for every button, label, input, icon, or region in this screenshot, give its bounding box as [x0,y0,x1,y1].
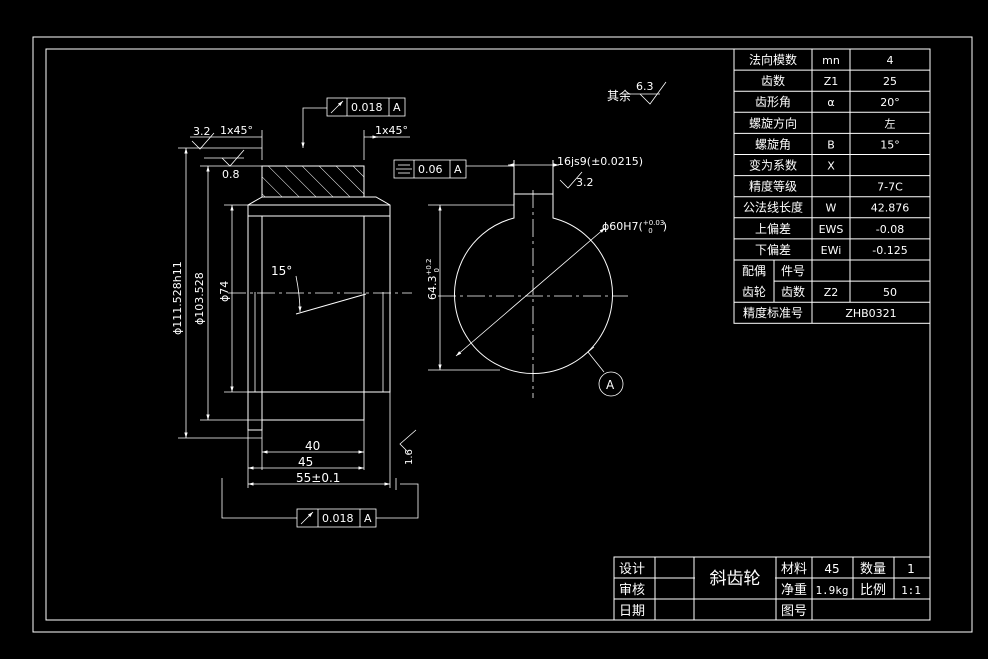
param-value: 42.876 [871,202,910,215]
svg-text:0.018: 0.018 [322,512,354,525]
param-symbol: EWi [821,244,842,257]
param-value: 4 [887,54,894,67]
param-symbol: mn [822,54,840,67]
tb-material: 45 [824,562,839,576]
datum-a-label: A [606,378,615,392]
runout-frame-top: 0.018 A [326,97,406,117]
helix-angle: 15° [271,264,292,278]
rough-left: 3.2 [193,125,211,138]
param-symbol: X [827,160,835,173]
mate-name: 齿数 [781,284,805,299]
len-55: 55±0.1 [296,471,340,485]
annotations: 其余 6.3 3.2 1x45° 1x45° 0.8 ϕ111.528h11 ϕ… [171,80,667,485]
standard-label: 精度标准号 [743,305,803,320]
tb-part-name: 斜齿轮 [710,569,761,589]
title-block: 设计 审核 日期 斜齿轮 材料 45 数量 1 净重 1.9kg 比例 1:1 … [613,556,931,621]
param-value: 20° [880,96,900,109]
tb-weight-label: 净重 [781,582,807,598]
param-name: 齿数 [761,73,785,88]
inner-frame [45,48,931,621]
param-value: 7-7C [877,181,903,194]
param-name: 下偏差 [755,242,791,257]
rest-rough-value: 6.3 [636,80,654,93]
param-name: 螺旋方向 [749,115,797,130]
param-symbol: Z1 [824,75,839,88]
outer-frame [32,36,973,633]
chamfer-right: 1x45° [375,124,408,137]
len-40: 40 [305,439,320,453]
chamfer-left: 1x45° [220,124,253,137]
dia-root: ϕ103.528 [193,272,206,325]
mate-label-1: 配偶 [742,264,766,278]
mate-value: 50 [883,286,897,299]
tb-weight: 1.9kg [815,584,848,597]
param-symbol: W [826,202,837,215]
rest-rough-label: 其余 [607,88,631,103]
mate-label-2: 齿轮 [742,285,766,299]
param-name: 螺旋角 [755,137,791,151]
tb-scale-label: 比例 [860,583,886,598]
svg-text:A: A [454,163,462,176]
rough-bore: 0.8 [222,168,240,181]
param-symbol: B [827,138,835,151]
param-value: 25 [883,75,897,88]
svg-text:0.06: 0.06 [418,163,443,176]
rough-face: 1.6 [404,449,415,465]
dia-hub: ϕ74 [218,281,231,302]
param-name: 公法线长度 [743,200,803,215]
key-depth: 64.3+0.20 [425,259,441,301]
tb-date: 日期 [619,604,645,619]
param-name: 变为系数 [749,158,797,173]
tb-drawing-no-label: 图号 [781,604,807,619]
param-name: 齿形角 [755,95,791,109]
standard-value: ZHB0321 [845,307,896,320]
param-symbol: α [827,96,834,109]
tb-design: 设计 [619,562,645,577]
symmetry-frame: 0.06 A [393,159,467,179]
svg-text:A: A [364,512,372,525]
param-name: 法向模数 [749,52,797,67]
svg-text:0.018: 0.018 [351,101,383,114]
section-view [178,81,667,519]
mate-name: 件号 [781,264,805,278]
len-45: 45 [298,455,313,469]
keyway-width: 16js9(±0.0215) [557,155,643,168]
param-name: 上偏差 [755,221,791,236]
tb-scale: 1:1 [901,584,921,597]
tb-material-label: 材料 [781,562,807,577]
param-value: -0.125 [872,244,907,257]
param-value: 15° [880,138,900,151]
end-view [428,160,628,398]
svg-text:A: A [393,101,401,114]
dia-outer: ϕ111.528h11 [171,261,184,335]
tb-review: 审核 [619,583,645,598]
param-symbol: EWS [819,223,844,236]
tb-qty: 1 [907,562,915,576]
param-name: 精度等级 [749,179,797,194]
param-value: 左 [885,117,896,130]
param-value: -0.08 [876,223,904,236]
rough-key: 3.2 [576,176,594,189]
tb-qty-label: 数量 [860,562,886,577]
runout-frame-bottom: 0.018 A [296,508,377,528]
mate-symbol: Z2 [824,286,839,299]
hatched-rim [261,165,365,198]
